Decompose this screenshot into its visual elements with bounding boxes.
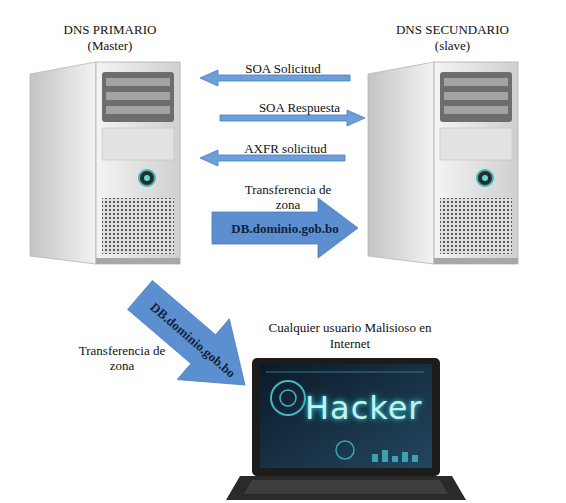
- screen-deco: [392, 456, 398, 462]
- edge-label: SOA Respuesta: [259, 100, 340, 115]
- laptop-screen: [260, 364, 432, 468]
- block-arrow: [128, 281, 245, 385]
- edge-label: SOA Solicitud: [245, 61, 321, 76]
- screen-deco: [402, 452, 408, 462]
- laptop: [226, 358, 466, 500]
- screen-deco: [412, 455, 418, 462]
- secondary-server: [368, 62, 518, 264]
- server-node: DNS SECUNDARIO (slave): [365, 22, 540, 270]
- node-heading: Cualquier usuario Malisioso en Internet: [250, 320, 450, 352]
- node-heading: DNS PRIMARIO (Master): [45, 22, 175, 54]
- screen-deco: [271, 381, 305, 415]
- screen-deco: [372, 454, 378, 462]
- primary-server: [30, 62, 180, 264]
- edge-label: AXFR solicitud: [244, 141, 327, 156]
- screen-deco: [266, 372, 424, 373]
- laptop-node: Cualquier usuario Malisioso en InternetH…: [245, 320, 455, 500]
- free-label: Transferencia de zona: [236, 182, 341, 212]
- laptop-keyboard: [244, 480, 448, 494]
- edge-label: DB.dominio.gob.bo: [231, 221, 338, 236]
- screen-deco: [382, 450, 388, 462]
- screen-deco: [280, 390, 296, 406]
- node-heading: DNS SECUNDARIO (slave): [388, 22, 518, 54]
- laptop-lid: [252, 358, 440, 476]
- screen-deco: [336, 441, 354, 459]
- edge-label: DB.dominio.gob.bo: [147, 299, 238, 380]
- laptop-base: [226, 476, 466, 500]
- free-label: Transferencia de zona: [67, 343, 177, 373]
- screen-text: Hacker: [305, 390, 423, 426]
- server-node: DNS PRIMARIO (Master): [25, 22, 195, 270]
